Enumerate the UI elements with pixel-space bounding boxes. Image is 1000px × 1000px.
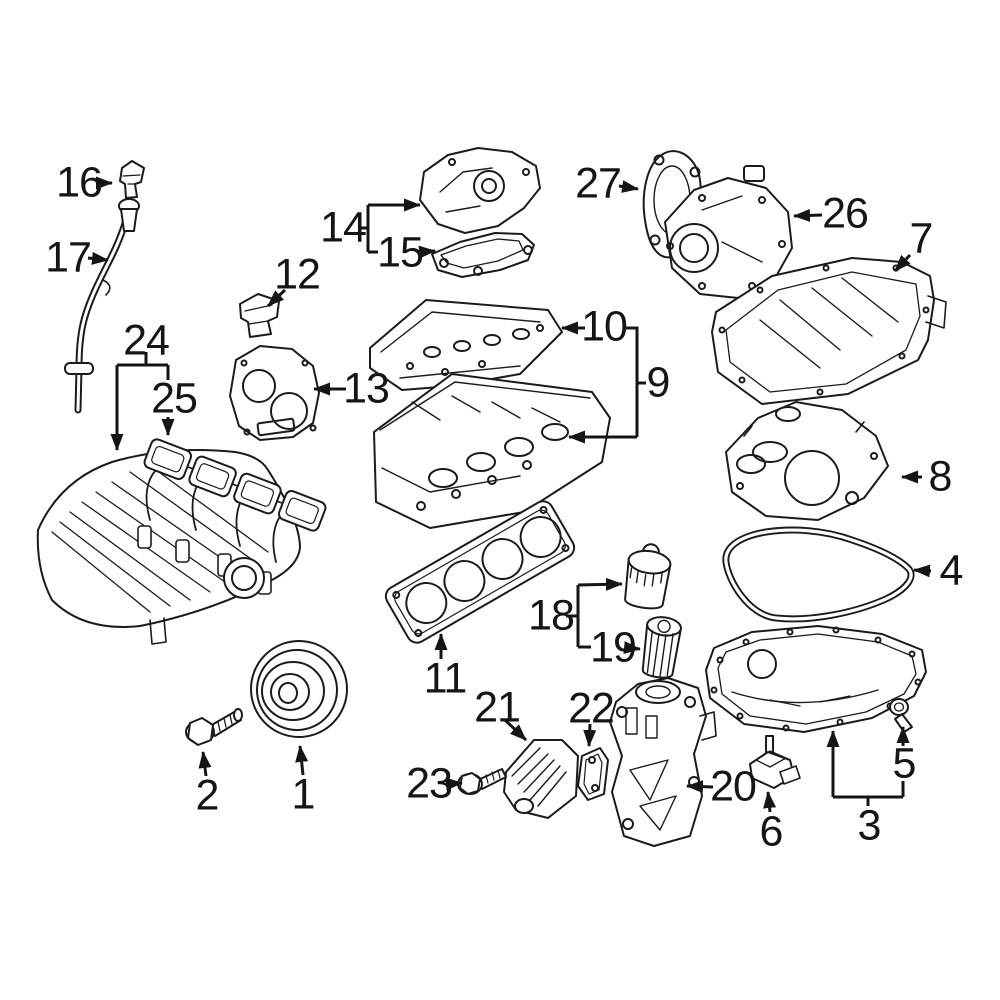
oil-cooler-bolt <box>457 768 507 795</box>
leader-15 <box>418 245 436 259</box>
callout-22: 22 <box>568 684 615 733</box>
leader-27 <box>618 180 639 193</box>
callout-2: 2 <box>195 771 220 820</box>
callout-14: 14 <box>320 203 367 252</box>
callout-3: 3 <box>857 801 882 850</box>
callout-1: 1 <box>291 770 316 819</box>
callout-21: 21 <box>474 683 521 732</box>
oil-level-sensor <box>749 735 801 789</box>
callout-12: 12 <box>274 250 321 299</box>
head-gasket <box>384 500 576 644</box>
leader-1 <box>295 745 309 776</box>
leader-20 <box>686 780 714 794</box>
oil-filter-bracket <box>609 677 717 847</box>
pulley-bolt <box>185 708 243 746</box>
intake-manifold-gasket <box>143 438 327 532</box>
callout-9: 9 <box>646 358 671 407</box>
oil-filter-element <box>641 616 682 679</box>
callout-4: 4 <box>939 546 964 595</box>
callout-17: 17 <box>45 233 92 282</box>
leader-6 <box>763 791 777 813</box>
leader-17 <box>87 251 109 265</box>
callout-23: 23 <box>406 759 453 808</box>
oil-filter-cap <box>624 543 672 610</box>
callout-16: 16 <box>56 158 103 207</box>
valve-cover <box>369 299 563 391</box>
callout-18: 18 <box>528 591 575 640</box>
oil-pan-gasket <box>722 526 915 623</box>
leader-9 <box>568 326 646 444</box>
dipstick-cap <box>119 160 145 199</box>
leader-3 <box>826 730 905 806</box>
callout-5: 5 <box>892 739 917 788</box>
callout-11: 11 <box>423 654 468 703</box>
leader-19 <box>623 641 641 655</box>
separator-cover-gasket <box>431 232 535 278</box>
cylinder-head <box>373 373 611 529</box>
dipstick-tube <box>64 198 140 414</box>
oil-cooler-gasket <box>577 747 609 801</box>
callout-19: 19 <box>590 623 637 672</box>
upper-oil-pan <box>711 257 947 405</box>
callout-15: 15 <box>377 228 424 277</box>
separator-cover <box>419 147 541 234</box>
leader-18 <box>566 577 623 649</box>
callout-24: 24 <box>123 316 170 365</box>
leader-23 <box>445 777 463 791</box>
leader-26 <box>793 208 823 222</box>
callout-7: 7 <box>909 214 934 263</box>
oil-cooler <box>503 739 579 819</box>
vacuum-pump <box>664 165 793 299</box>
leader-24 <box>110 352 170 451</box>
oil-baffle-plate <box>725 401 889 521</box>
callout-10: 10 <box>581 302 628 351</box>
callout-8: 8 <box>928 452 953 501</box>
callout-27: 27 <box>575 159 622 208</box>
crankshaft-pulley <box>250 640 348 738</box>
callout-13: 13 <box>343 364 390 413</box>
leader-21 <box>503 718 528 742</box>
leader-7 <box>893 253 912 273</box>
callout-25: 25 <box>151 374 198 423</box>
callout-20: 20 <box>710 762 757 811</box>
oil-drain-plug <box>889 698 913 733</box>
lower-oil-pan <box>705 625 927 733</box>
leader-2 <box>198 751 212 777</box>
timing-cover <box>229 345 320 441</box>
leader-14 <box>361 198 421 254</box>
leader-22 <box>583 723 597 747</box>
leader-12 <box>266 288 287 308</box>
callout-26: 26 <box>822 189 869 238</box>
callout-6: 6 <box>759 807 784 856</box>
leader-4 <box>913 564 932 578</box>
